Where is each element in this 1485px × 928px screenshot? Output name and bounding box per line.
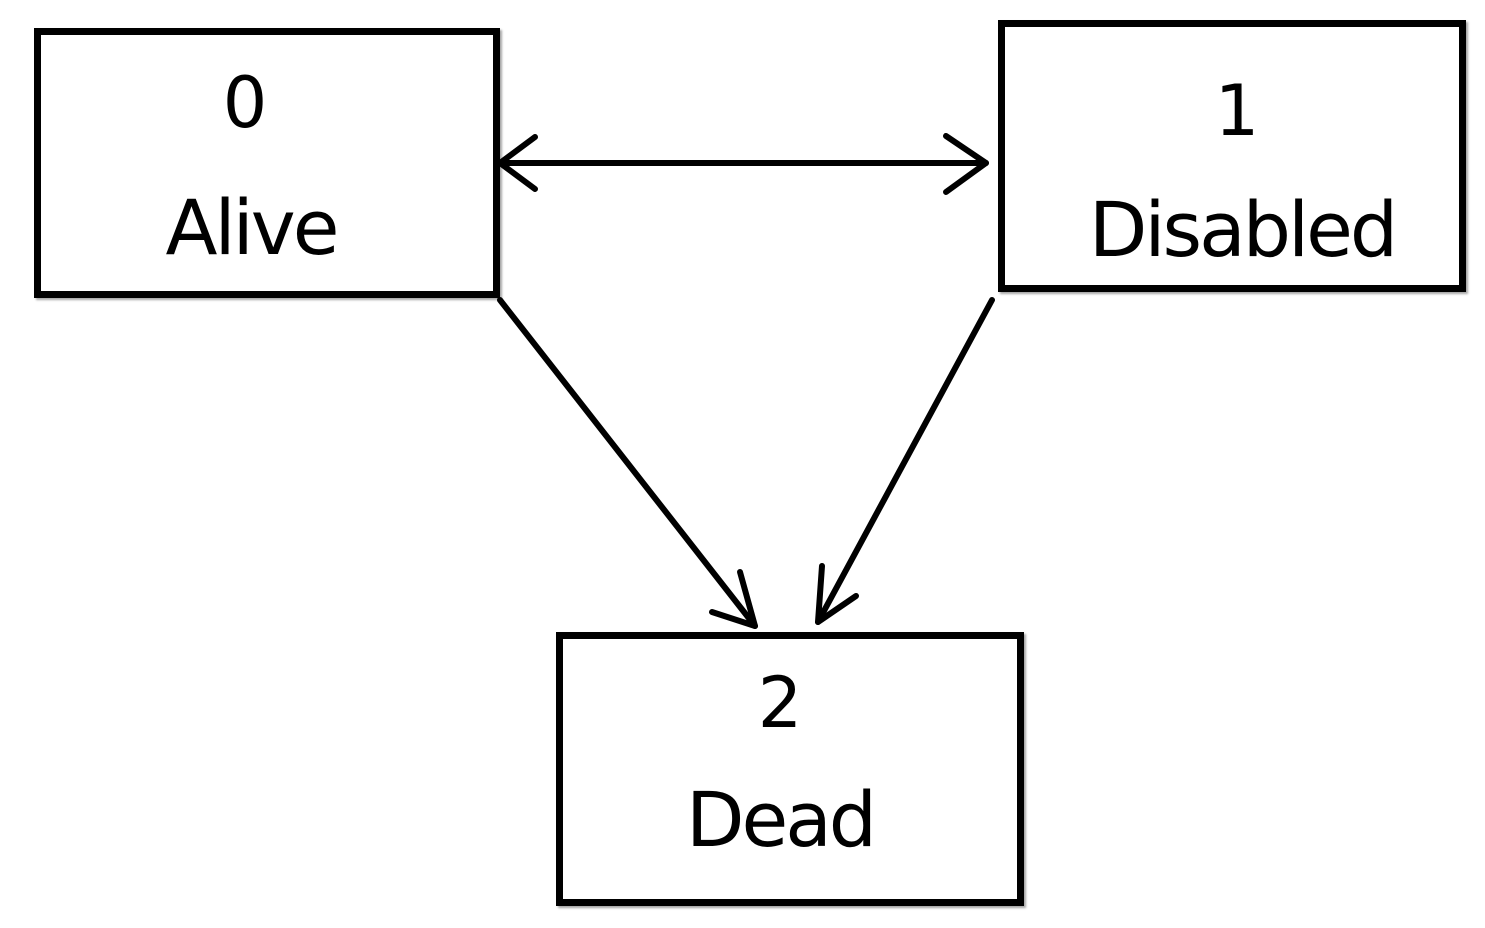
state-number-disabled: 1 xyxy=(1214,70,1260,152)
arrow-alive-dead-shaft xyxy=(497,297,758,629)
state-box-alive: 0 Alive xyxy=(34,28,500,298)
state-box-disabled: 1 Disabled xyxy=(998,20,1466,292)
arrowhead-disabled-icon xyxy=(943,133,989,195)
arrow-disabled-dead-shaft xyxy=(815,297,995,625)
arrowhead-dead-left-icon xyxy=(709,569,758,629)
arrowhead-alive-icon xyxy=(497,134,538,192)
state-label-dead: Dead xyxy=(685,775,877,864)
state-number-alive: 0 xyxy=(222,62,268,144)
arrowhead-dead-right-icon xyxy=(815,563,859,625)
state-box-dead: 2 Dead xyxy=(556,632,1024,906)
state-label-alive: Alive xyxy=(165,183,340,272)
state-number-dead: 2 xyxy=(757,662,803,744)
state-label-disabled: Disabled xyxy=(1088,185,1398,274)
